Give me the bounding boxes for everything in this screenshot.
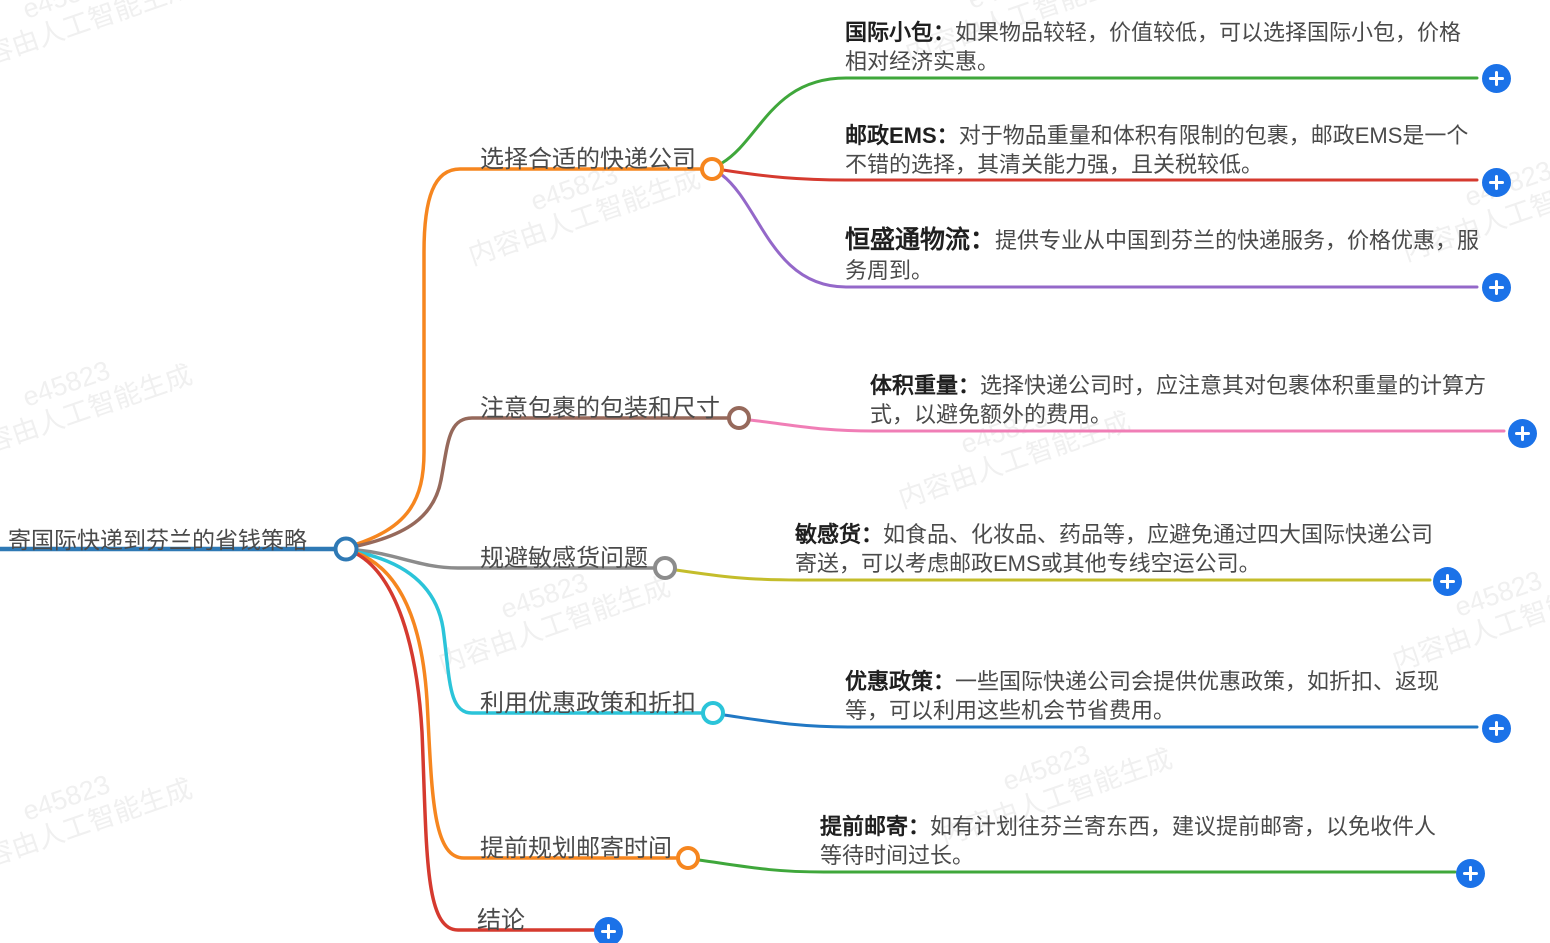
connector-leaf-1-3 bbox=[720, 173, 1479, 289]
leaf-text: 如有计划往芬兰寄东西，建议提前邮寄，以免收件人等待时间过长。 bbox=[820, 814, 1437, 868]
add-child-button plus-icon[interactable] bbox=[1482, 168, 1511, 197]
leaf-text: 一些国际快递公司会提供优惠政策，如折扣、返现等，可以利用这些机会节省费用。 bbox=[845, 669, 1440, 723]
add-child-button plus-icon[interactable] bbox=[594, 917, 623, 943]
leaf-topic-1-2[interactable]: 邮政EMS：对于物品重量和体积有限制的包裹，邮政EMS是一个不错的选择，其清关能… bbox=[845, 121, 1481, 179]
root-topic[interactable]: 寄国际快递到芬兰的省钱策略 bbox=[8, 527, 307, 553]
connector-branch-1 bbox=[355, 167, 703, 546]
branch-topic-6[interactable]: 结论 bbox=[477, 907, 525, 934]
leaf-text: 如食品、化妆品、药品等，应避免通过四大国际快递公司寄送，可以考虑邮政EMS或其他… bbox=[795, 522, 1434, 576]
add-child-button plus-icon[interactable] bbox=[1482, 714, 1511, 743]
leaf-topic-5-1[interactable]: 提前邮寄：如有计划往芬兰寄东西，建议提前邮寄，以免收件人等待时间过长。 bbox=[820, 812, 1458, 870]
connector-branch-3 bbox=[355, 548, 655, 570]
leaf-text: 如果物品较轻，价值较低，可以选择国际小包，价格相对经济实惠。 bbox=[845, 20, 1462, 74]
branch-topic-4[interactable]: 利用优惠政策和折扣 bbox=[480, 690, 696, 717]
branch-2-node-handle[interactable] bbox=[727, 406, 751, 430]
connector-leaf-5-1 bbox=[697, 858, 1457, 874]
connector-branch-5 bbox=[355, 551, 678, 860]
leaf-label: 恒盛通物流： bbox=[845, 226, 996, 254]
leaf-topic-1-3[interactable]: 恒盛通物流：提供专业从中国到芬兰的快递服务，价格优惠，服务周到。 bbox=[845, 225, 1481, 286]
leaf-label: 邮政EMS： bbox=[845, 123, 959, 148]
branch-4-node-handle[interactable] bbox=[701, 701, 725, 725]
leaf-label: 优惠政策： bbox=[845, 669, 956, 694]
branch-topic-5[interactable]: 提前规划邮寄时间 bbox=[480, 835, 672, 862]
connector-leaf-1-1 bbox=[720, 76, 1479, 165]
add-child-button plus-icon[interactable] bbox=[1433, 567, 1462, 596]
add-child-button plus-icon[interactable] bbox=[1482, 273, 1511, 302]
branch-5-node-handle[interactable] bbox=[676, 846, 700, 870]
connector-branch-2 bbox=[355, 416, 729, 548]
connector-leaf-1-2 bbox=[721, 168, 1479, 182]
connector-branch-6 bbox=[355, 552, 597, 932]
branch-3-node-handle[interactable] bbox=[653, 556, 677, 580]
leaf-topic-1-1[interactable]: 国际小包：如果物品较轻，价值较低，可以选择国际小包，价格相对经济实惠。 bbox=[845, 18, 1481, 76]
leaf-topic-4-1[interactable]: 优惠政策：一些国际快递公司会提供优惠政策，如折扣、返现等，可以利用这些机会节省费… bbox=[845, 667, 1481, 725]
connector-branch-4 bbox=[355, 550, 703, 715]
branch-topic-1[interactable]: 选择合适的快递公司 bbox=[480, 146, 696, 173]
branch-1-node-handle[interactable] bbox=[700, 157, 724, 181]
add-child-button plus-icon[interactable] bbox=[1508, 419, 1537, 448]
add-child-button plus-icon[interactable] bbox=[1482, 64, 1511, 93]
leaf-text: 对于物品重量和体积有限制的包裹，邮政EMS是一个不错的选择，其清关能力强，且关税… bbox=[845, 123, 1469, 177]
leaf-text: 选择快递公司时，应注意其对包裹体积重量的计算方式，以避免额外的费用。 bbox=[870, 373, 1487, 427]
branch-topic-2[interactable]: 注意包裹的包装和尺寸 bbox=[480, 395, 720, 422]
add-child-button plus-icon[interactable] bbox=[1456, 859, 1485, 888]
leaf-label: 国际小包： bbox=[845, 20, 956, 45]
root-node-handle[interactable] bbox=[333, 536, 359, 562]
connector-leaf-3-1 bbox=[674, 568, 1432, 582]
leaf-text: 提供专业从中国到芬兰的快递服务，价格优惠，服务周到。 bbox=[845, 228, 1480, 283]
connector-leaf-4-1 bbox=[722, 713, 1479, 729]
connector-leaf-2-1 bbox=[748, 418, 1506, 433]
leaf-topic-2-1[interactable]: 体积重量：选择快递公司时，应注意其对包裹体积重量的计算方式，以避免额外的费用。 bbox=[870, 371, 1508, 429]
leaf-label: 体积重量： bbox=[870, 373, 981, 398]
leaf-label: 提前邮寄： bbox=[820, 814, 931, 839]
branch-topic-3[interactable]: 规避敏感货问题 bbox=[480, 545, 648, 572]
leaf-topic-3-1[interactable]: 敏感货：如食品、化妆品、药品等，应避免通过四大国际快递公司寄送，可以考虑邮政EM… bbox=[795, 520, 1435, 578]
leaf-label: 敏感货： bbox=[795, 522, 884, 547]
